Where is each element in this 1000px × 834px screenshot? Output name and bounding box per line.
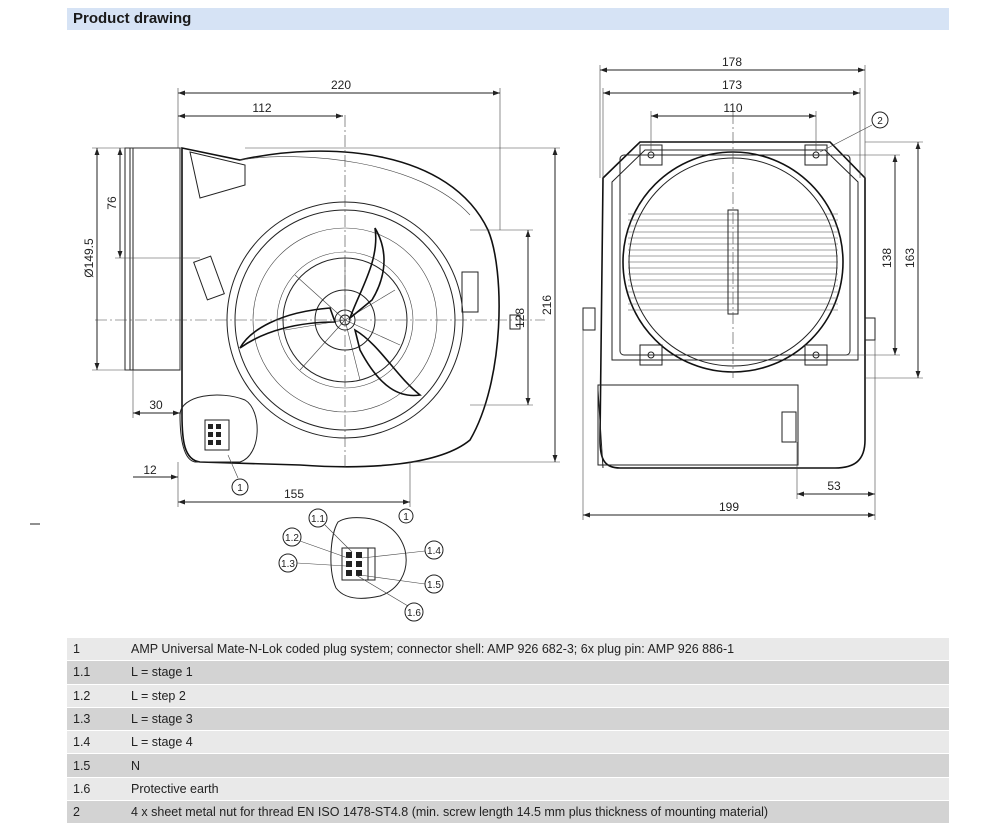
- dim-height-76: 76: [105, 196, 119, 210]
- svg-text:1.1: 1.1: [311, 514, 325, 525]
- connector-detail: [296, 517, 426, 607]
- callout-1-1: 1.1: [308, 508, 328, 528]
- dim-half-width: 112: [252, 101, 271, 115]
- dim-flange: 12: [143, 463, 157, 477]
- legend-key: 1.6: [67, 777, 125, 802]
- legend-row: 1.2 L = step 2: [67, 684, 949, 708]
- legend-table: 1 AMP Universal Mate-N-Lok coded plug sy…: [67, 638, 949, 825]
- legend-text: 4 x sheet metal nut for thread EN ISO 14…: [125, 800, 949, 825]
- callout-1-2: 1.2: [282, 527, 302, 547]
- svg-text:1.3: 1.3: [281, 559, 295, 570]
- dim-outlet-offset: 30: [149, 398, 163, 412]
- dim-h138: 138: [880, 248, 894, 268]
- dim-w178: 178: [722, 55, 742, 69]
- section-title: Product drawing: [73, 10, 192, 27]
- legend-text: Protective earth: [125, 777, 949, 802]
- legend-text: N: [125, 753, 949, 778]
- dim-diameter: Ø149.5: [82, 238, 96, 278]
- callout-plug: 1: [231, 478, 249, 496]
- legend-key: 1: [67, 638, 125, 662]
- dim-h163: 163: [903, 248, 917, 268]
- legend-row: 1.6 Protective earth: [67, 777, 949, 802]
- callout-1-6: 1.6: [404, 602, 424, 622]
- legend-text: L = stage 4: [125, 730, 949, 755]
- dim-d53: 53: [827, 479, 841, 493]
- legend-text: L = stage 1: [125, 660, 949, 685]
- front-view-dimensions: [582, 65, 923, 520]
- legend-key: 1.3: [67, 707, 125, 732]
- dim-overall-width: 220: [331, 78, 351, 92]
- legend-row: 1.4 L = stage 4: [67, 730, 949, 755]
- svg-text:1.4: 1.4: [427, 546, 441, 557]
- legend-row: 1.5 N: [67, 753, 949, 778]
- dim-w173: 173: [722, 78, 742, 92]
- section-header: Product drawing: [67, 8, 949, 30]
- legend-row: 2 4 x sheet metal nut for thread EN ISO …: [67, 800, 949, 825]
- svg-text:1.5: 1.5: [427, 580, 441, 591]
- legend-row: 1 AMP Universal Mate-N-Lok coded plug sy…: [67, 638, 949, 662]
- svg-text:1.6: 1.6: [407, 608, 421, 619]
- callout-nut: 2: [871, 111, 889, 129]
- callout-1-5: 1.5: [424, 574, 444, 594]
- dim-height-216: 216: [540, 295, 554, 315]
- legend-text: L = step 2: [125, 684, 949, 708]
- pin-callouts: 1.1 1.2 1.3 1.4 1.5 1.6 1: [278, 508, 444, 622]
- side-view-dimensions: [92, 88, 560, 507]
- callout-detail-title: 1: [398, 508, 414, 524]
- legend-key: 1.5: [67, 753, 125, 778]
- svg-text:1.2: 1.2: [285, 533, 299, 544]
- svg-text:1: 1: [237, 483, 243, 494]
- front-view: [582, 112, 876, 469]
- dim-w110: 110: [723, 101, 742, 115]
- dim-height-128: 128: [513, 308, 527, 328]
- dim-base-width: 155: [284, 487, 304, 501]
- legend-row: 1.3 L = stage 3: [67, 707, 949, 732]
- legend-text: AMP Universal Mate-N-Lok coded plug syst…: [125, 638, 949, 662]
- svg-text:2: 2: [877, 116, 883, 127]
- legend-text: L = stage 3: [125, 707, 949, 732]
- callout-1-3: 1.3: [278, 553, 298, 573]
- legend-key: 1.2: [67, 684, 125, 708]
- legend-key: 2: [67, 800, 125, 825]
- svg-text:1: 1: [403, 512, 409, 523]
- legend-row: 1.1 L = stage 1: [67, 660, 949, 685]
- dim-w199: 199: [719, 500, 739, 514]
- callout-1-4: 1.4: [424, 540, 444, 560]
- legend-key: 1.1: [67, 660, 125, 685]
- legend-key: 1.4: [67, 730, 125, 755]
- side-view: [95, 115, 545, 470]
